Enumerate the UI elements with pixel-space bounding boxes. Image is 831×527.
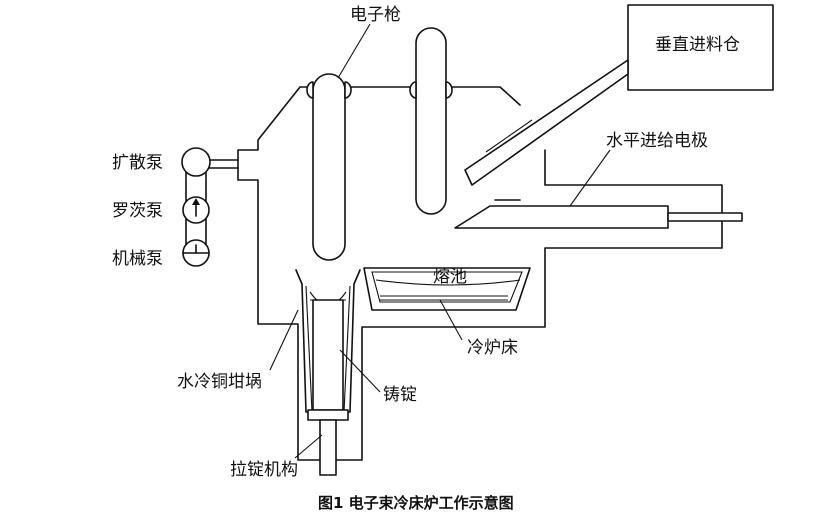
cold-hearth-inner bbox=[371, 271, 523, 303]
feed-chute bbox=[464, 59, 629, 186]
feed-chute-inner-line bbox=[485, 119, 533, 153]
crucible-left-wall bbox=[305, 285, 313, 413]
gun-1-flange-right bbox=[344, 81, 352, 99]
leader-crucible bbox=[269, 309, 299, 371]
horizontal-feed-electrode bbox=[454, 205, 669, 229]
label-ingot-pulling-mechanism: 拉锭机构 bbox=[230, 460, 298, 480]
gun-2-flange-left bbox=[409, 81, 417, 99]
ingot-body bbox=[312, 299, 344, 411]
roots-pump-arrowhead bbox=[192, 198, 200, 205]
label-ingot: 铸锭 bbox=[383, 385, 417, 405]
ingot-base-plate bbox=[307, 409, 349, 421]
label-electron-gun: 电子枪 bbox=[350, 5, 401, 25]
gun-1-flange-left bbox=[306, 81, 314, 99]
leader-horizontal-electrode bbox=[569, 149, 611, 207]
label-melt-pool: 熔池 bbox=[433, 267, 467, 287]
gun-2-flange-right bbox=[445, 81, 453, 99]
electron-gun-2 bbox=[415, 27, 447, 215]
diffusion-pump-symbol bbox=[181, 147, 211, 177]
label-diffusion-pump: 扩散泵 bbox=[112, 153, 163, 173]
label-roots-pump: 罗茨泵 bbox=[112, 201, 163, 221]
cold-hearth-tray bbox=[363, 267, 531, 311]
pulling-rod bbox=[319, 419, 337, 476]
leader-electron-gun bbox=[337, 23, 371, 79]
furnace-chamber-outline bbox=[237, 86, 723, 461]
melt-pool-surface bbox=[375, 279, 521, 286]
label-vertical-feed-bin: 垂直进料仓 bbox=[655, 35, 740, 55]
electron-gun-1 bbox=[312, 73, 346, 261]
vertical-feed-bin-box bbox=[627, 4, 774, 91]
leader-cold-hearth bbox=[439, 299, 463, 341]
leader-pulling bbox=[294, 434, 323, 459]
label-horizontal-feed-electrode: 水平进给电极 bbox=[606, 131, 708, 151]
electrode-rod bbox=[667, 212, 743, 222]
crucible-right-wall bbox=[343, 285, 351, 413]
label-cold-hearth: 冷炉床 bbox=[467, 338, 518, 358]
leader-ingot bbox=[339, 349, 381, 393]
label-water-cooled-copper-crucible: 水冷铜坩埚 bbox=[177, 372, 262, 392]
label-mechanical-pump: 机械泵 bbox=[112, 249, 163, 269]
figure-caption: 图1 电子束冷床炉工作示意图 bbox=[318, 494, 514, 512]
